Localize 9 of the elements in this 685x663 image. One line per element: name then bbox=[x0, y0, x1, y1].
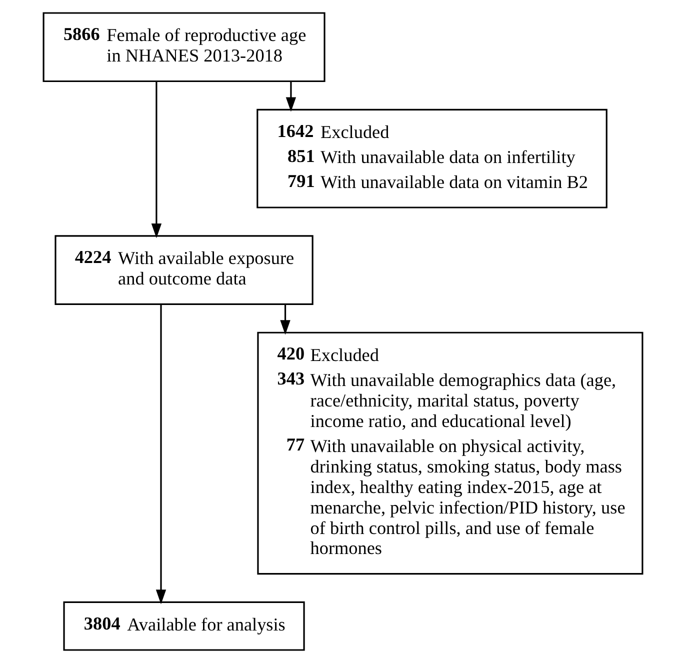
arrow bbox=[150, 81, 162, 238]
node-box: 420 Excluded 343 With unavailable demographics data (age, race/ethnicity, marital status, poverty income ratio, and educational level) 77 With unavailable on physical activity, drinking status, smoking status, body mass index, healthy eating index-2015, age at menarche, pelvic infection/PID history, use of birth control pills, and use of female hormones bbox=[256, 332, 643, 575]
arrow bbox=[280, 304, 290, 335]
node-box: 4224 With available exposure and outcome data bbox=[54, 235, 313, 305]
node-box: 5866 Female of reproductive age in NHANES 2013-2018 bbox=[42, 12, 325, 82]
arrow bbox=[285, 81, 296, 112]
arrow bbox=[155, 304, 166, 604]
node-box: 3804 Available for analysis bbox=[62, 601, 304, 651]
node-box: 1642 Excluded 851 With unavailable data on infertility 791 With unavailable data on vitamin B2 bbox=[256, 108, 607, 208]
